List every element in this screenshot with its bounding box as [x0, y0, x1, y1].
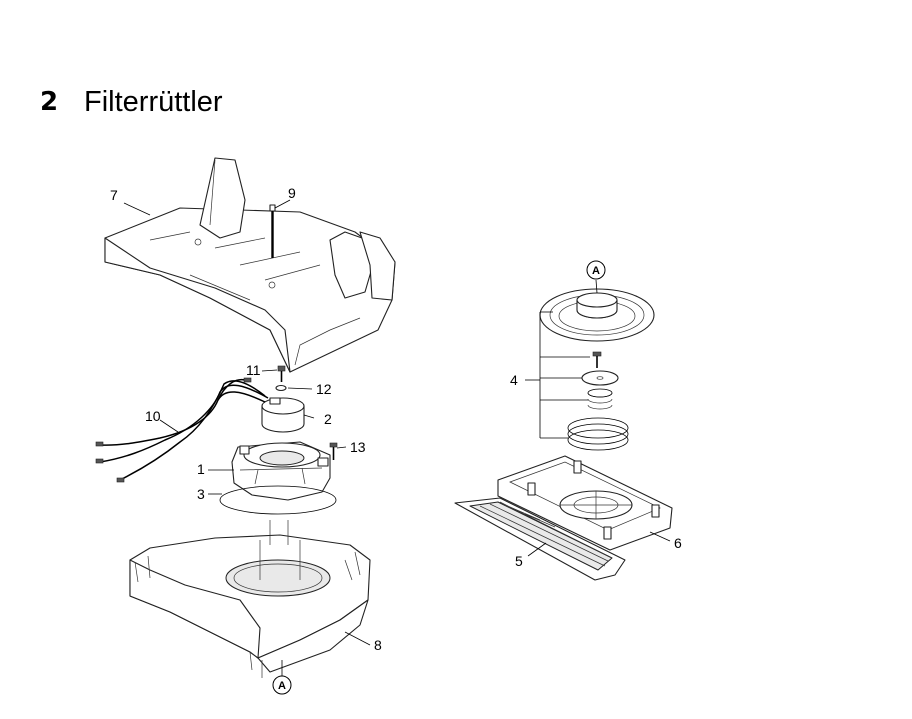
part-11-screw: [277, 365, 286, 382]
part-12-washer: [275, 384, 287, 392]
part-3-o-ring: [219, 485, 337, 515]
reference-mark-a-top: A: [586, 260, 606, 280]
label-5: 5: [515, 553, 523, 569]
part-6-filter-frame: [497, 455, 673, 551]
part-13-screw: [329, 442, 338, 460]
label-6: 6: [674, 535, 682, 551]
section-heading: 2 Filterrüttler: [40, 82, 223, 122]
reference-mark-a-bottom: A: [272, 675, 292, 695]
leader-lines: [123, 199, 671, 676]
part-4-filter-cover-assembly: [539, 288, 655, 451]
part-10-cable-harness: [95, 377, 269, 483]
reference-a-top-text: A: [592, 265, 600, 277]
reference-a-bottom-text: A: [278, 680, 286, 692]
label-2: 2: [324, 411, 332, 427]
label-10: 10: [145, 408, 161, 424]
label-12: 12: [316, 381, 332, 397]
label-4: 4: [510, 372, 518, 388]
part-1-motor-holder: [231, 441, 331, 501]
part-2-motor: [261, 397, 305, 433]
label-3: 3: [197, 486, 205, 502]
part-8-base-housing: [129, 520, 371, 678]
part-number-labels: 7 9 11 12 10 2 13 1 3 8 4 5 6: [110, 185, 682, 653]
label-9: 9: [288, 185, 296, 201]
section-title: Filterrüttler: [84, 85, 223, 118]
part-5-filter-grille: [454, 497, 626, 581]
label-7: 7: [110, 187, 118, 203]
part-7-top-cover: [104, 157, 396, 373]
label-13: 13: [350, 439, 366, 455]
label-1: 1: [197, 461, 205, 477]
label-11: 11: [246, 362, 261, 378]
label-8: 8: [374, 637, 382, 653]
section-number: 2: [40, 87, 59, 117]
